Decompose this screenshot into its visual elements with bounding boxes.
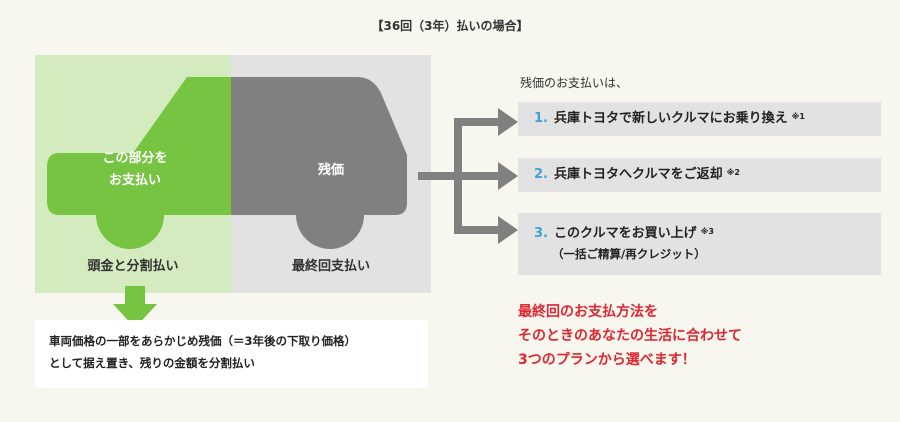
diagram-title: 【36回（3年）払いの場合】: [371, 19, 529, 33]
option-2-text: 兵庫トヨタへクルマをご返却: [553, 167, 723, 182]
explanation-box: 車両価格の一部をあらかじめ残価（＝3年後の下取り価格） として据え置き、残りの金…: [35, 320, 428, 388]
option-1-text: 兵庫トヨタで新しいクルマにお乗り換え: [553, 111, 788, 126]
explanation-line2: として据え置き、残りの金額を分割払い: [49, 356, 255, 370]
car-green-part: [47, 77, 231, 249]
highlight-line3: 3つのプランから選べます！: [518, 352, 696, 368]
right-footer-label: 最終回支払い: [291, 259, 370, 274]
down-arrow-icon: [113, 286, 157, 328]
options-intro: 残価のお支払いは、: [520, 76, 629, 90]
option-3-note: ※3: [700, 227, 714, 236]
option-2-note: ※2: [726, 168, 740, 177]
option-3-subtext: （一括ご精算/再クレジット）: [552, 247, 706, 261]
option-1-number: 1.: [534, 111, 548, 126]
car-right-label: 残価: [317, 163, 344, 178]
explanation-line1: 車両価格の一部をあらかじめ残価（＝3年後の下取り価格）: [49, 334, 356, 348]
car-left-label-line2: お支払い: [108, 173, 161, 188]
option-1: 1. 兵庫トヨタで新しいクルマにお乗り換え※1: [518, 102, 881, 136]
car-gray-part: [231, 77, 407, 249]
car-illustration: [47, 77, 407, 249]
car-left-label: この部分を お支払い: [70, 148, 200, 192]
highlight-message: 最終回のお支払方法を そのときのあなたの生活に合わせて 3つのプランから選べます…: [518, 300, 742, 372]
branch-arrows-icon: [418, 108, 518, 244]
car-left-label-line1: この部分を: [102, 151, 168, 166]
option-2: 2. 兵庫トヨタへクルマをご返却※2: [518, 158, 881, 192]
option-3: 3. このクルマをお買い上げ※3 （一括ご精算/再クレジット）: [518, 213, 881, 275]
option-3-number: 3.: [534, 226, 548, 241]
highlight-line2: そのときのあなたの生活に合わせて: [518, 328, 742, 344]
option-2-number: 2.: [534, 167, 548, 182]
option-3-text: このクルマをお買い上げ: [553, 226, 697, 241]
highlight-line1: 最終回のお支払方法を: [518, 304, 658, 320]
option-1-note: ※1: [791, 112, 805, 121]
left-footer-label: 頭金と分割払い: [87, 259, 179, 274]
